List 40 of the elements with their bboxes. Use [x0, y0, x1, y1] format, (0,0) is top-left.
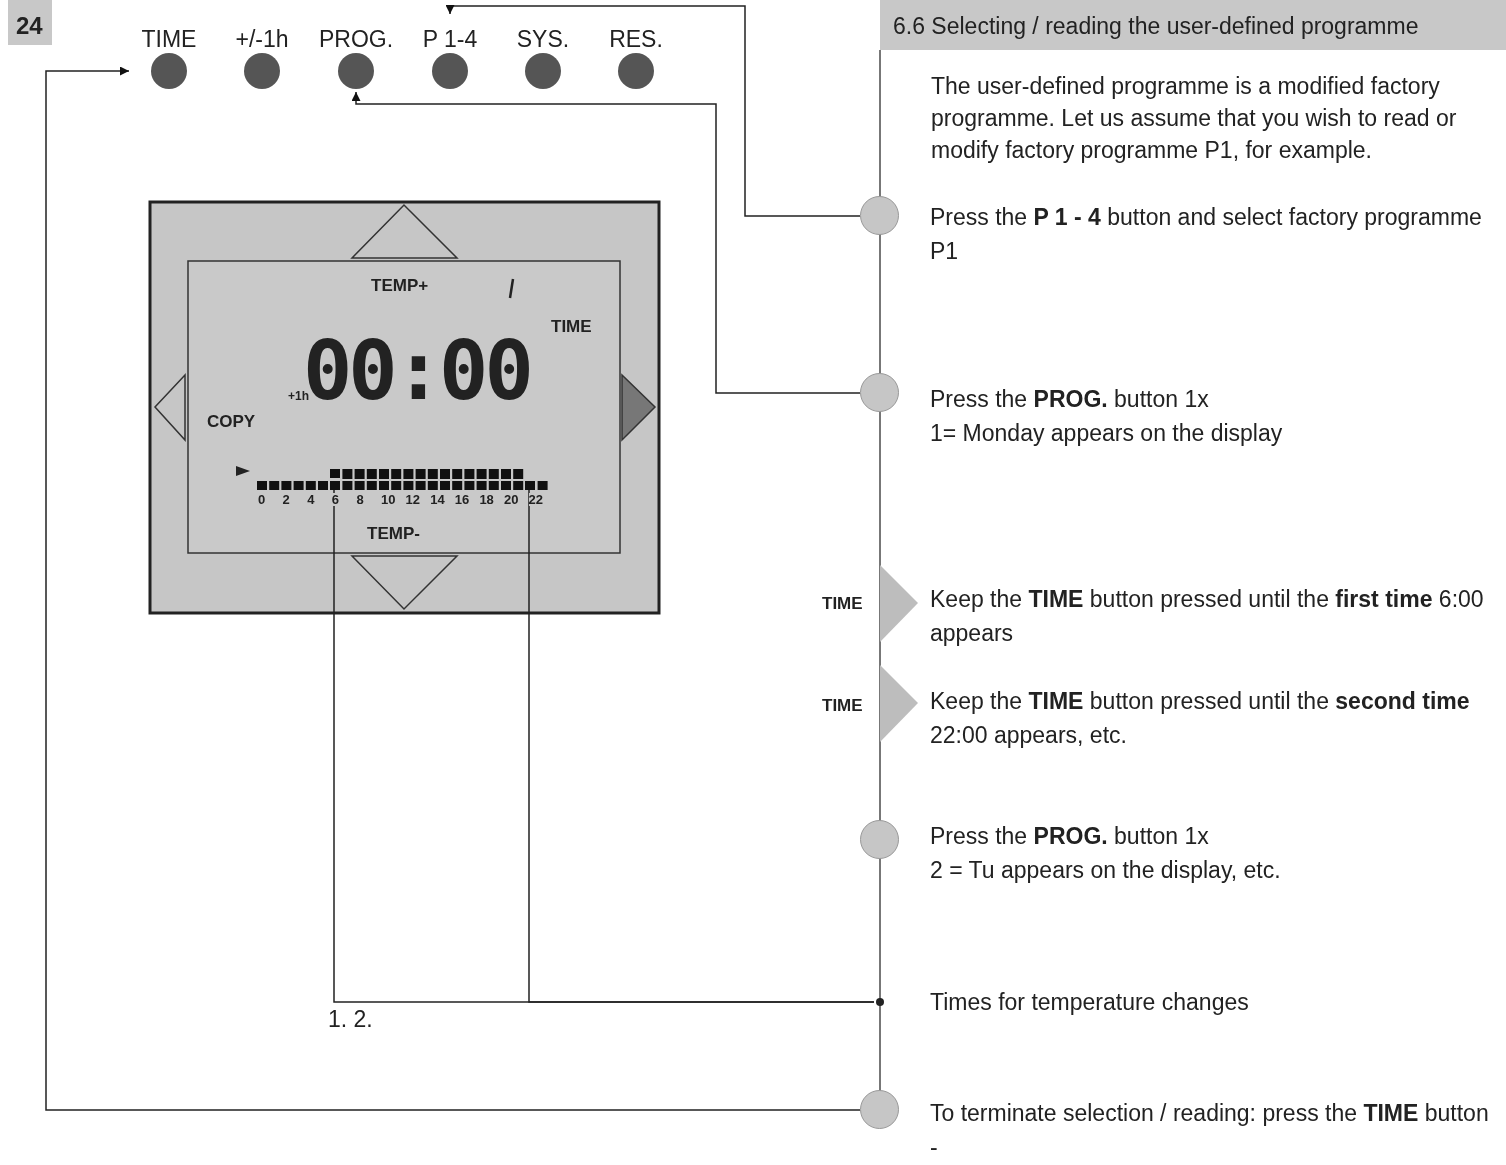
scale-number: 8	[356, 493, 364, 506]
intro-paragraph: The user-defined programme is a modified factory programme. Let us assume that you wish to read or modify factory programme P1, for example.	[931, 72, 1458, 165]
scale-number: 0	[258, 493, 266, 506]
bar-segment	[525, 481, 535, 490]
step-text: Times for temperature changes	[930, 988, 1250, 1017]
scale-number: 6	[331, 493, 340, 506]
step-text: Press the PROG. button 1x	[930, 822, 1210, 851]
step-text: Press the P 1 - 4 button and select factory programme P1	[930, 203, 1483, 266]
section-title: 6.6 Selecting / reading the user-defined programme	[893, 13, 1419, 40]
step-text: Press the PROG. button 1x	[930, 385, 1210, 414]
scale-number: 10	[381, 493, 396, 506]
display-label: TEMP-	[367, 525, 420, 542]
scale-number: 14	[430, 493, 445, 506]
bar-segment	[330, 469, 340, 490]
button-label: P 1-4	[421, 26, 479, 52]
button-label: SYS.	[515, 26, 571, 52]
step-text: To terminate selection / reading: press the TIME button -	[930, 1099, 1490, 1162]
scale-number: 2	[282, 493, 290, 506]
button-label: +/-1h	[234, 26, 290, 52]
connector-arrow	[45, 66, 861, 1111]
scale-number: 20	[504, 493, 519, 506]
connector-arrow	[351, 91, 861, 394]
button-name: TIME	[822, 594, 863, 614]
scale-number: 4	[307, 493, 315, 506]
step-text: Keep the TIME button pressed until the second time 22:00 appears, etc.	[930, 687, 1471, 750]
step-text: 1= Monday appears on the display	[930, 419, 1284, 448]
callout-numbers: 1. 2.	[328, 1006, 373, 1033]
button-name: TIME	[822, 696, 863, 716]
button-label: RES.	[608, 26, 664, 52]
button-label: PROG.	[317, 26, 395, 52]
step-text: 2 = Tu appears on the display, etc.	[930, 856, 1282, 885]
display-label: TEMP+	[371, 277, 429, 294]
connector-arrow	[445, 5, 861, 217]
display-label: TIME	[551, 318, 592, 335]
display-indicator: +1h	[288, 390, 309, 402]
button-label: TIME	[140, 26, 198, 52]
display-label: COPY	[207, 413, 256, 430]
step-text: Keep the TIME button pressed until the first time 6:00 appears	[930, 585, 1485, 648]
scale-number: 18	[479, 493, 494, 506]
page-number: 24	[8, 0, 52, 45]
